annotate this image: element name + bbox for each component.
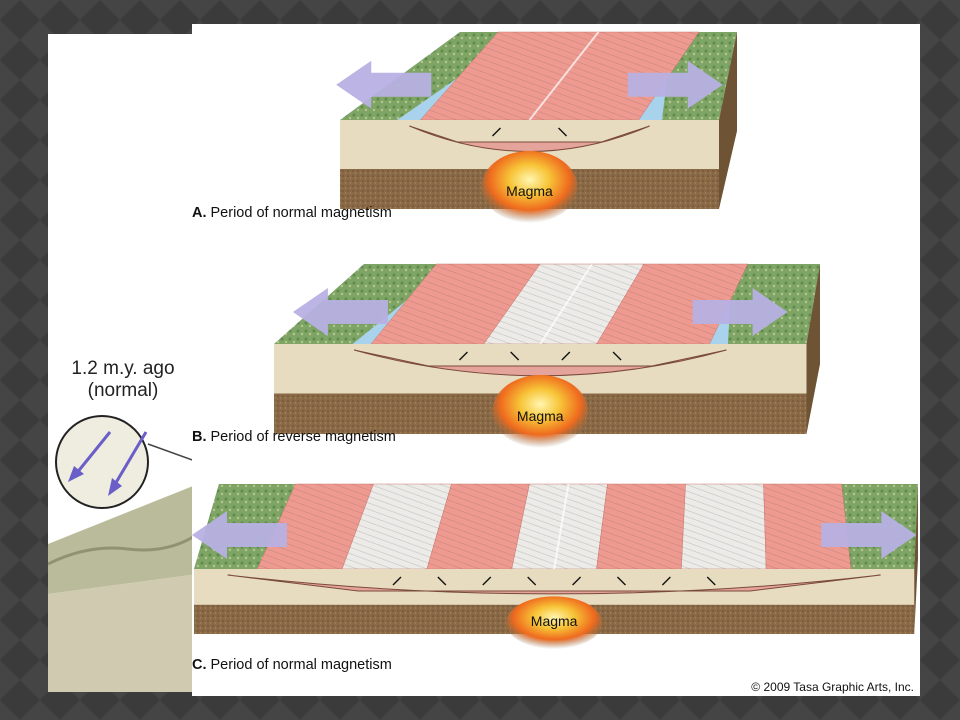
polarity-arrow — [491, 127, 501, 137]
caption-text: Period of reverse magnetism — [210, 429, 396, 445]
seafloor-spreading-diagram: Magma Magma Magma — [192, 31, 918, 650]
ridge-axis — [528, 31, 600, 121]
seafloor-block-edge — [48, 484, 198, 594]
polarity-arrow — [558, 127, 568, 137]
polarity-arrow — [612, 351, 622, 361]
polarity-arrow — [392, 576, 402, 586]
magma-label: Magma — [506, 183, 553, 199]
oceanic-crust-section — [227, 574, 881, 595]
block-diagram-b: Magma — [274, 263, 820, 448]
spreading-arrow-right — [627, 60, 723, 109]
caption-text: Period of normal magnetism — [210, 657, 392, 673]
block-side-face — [719, 32, 737, 209]
copyright-notice: © 2009 Tasa Graphic Arts, Inc. — [751, 680, 914, 694]
stripe-texture — [681, 484, 767, 569]
seafloor-relief — [48, 532, 198, 566]
magma-chamber — [492, 375, 589, 448]
oceanic-crust-section — [409, 125, 650, 152]
stripe-texture — [596, 484, 686, 569]
polarity-arrow — [510, 351, 520, 361]
continent-left — [340, 32, 524, 120]
caption-letter: C. — [192, 657, 207, 673]
polarity-arrow — [561, 351, 571, 361]
magnetic-field-arrow — [74, 431, 112, 475]
polarity-arrow — [527, 576, 537, 586]
magnetic-field-arrowhead — [68, 466, 84, 482]
polarity-arrow — [482, 576, 492, 586]
polarity-arrow — [572, 576, 582, 586]
seafloor-block-side — [48, 574, 198, 692]
block-side-face — [806, 264, 820, 434]
spreading-arrow-right — [821, 511, 917, 559]
block-side-face — [914, 484, 918, 634]
polarity-arrow — [661, 576, 671, 586]
sediment-layer — [194, 569, 915, 605]
caption-text: Period of normal magnetism — [210, 205, 392, 221]
ridge-axis — [553, 483, 570, 570]
inset-figure: 1.2 m.y. ago (normal) — [48, 34, 198, 692]
block-diagram-a: Magma — [336, 31, 737, 223]
oceanic-crust-section — [353, 349, 727, 377]
polarity-arrow — [458, 351, 468, 361]
diagram-panel: Magma Magma Magma A.Period of normal mag… — [192, 24, 920, 696]
inset-polarity-label: (normal) — [87, 380, 159, 401]
magma-chamber — [481, 150, 578, 223]
stripe-texture — [426, 484, 530, 569]
magnetic-field-arrowhead — [108, 478, 122, 496]
inset-illustration — [48, 415, 198, 692]
polarity-arrow — [616, 576, 626, 586]
stripe-texture — [257, 484, 374, 569]
magma-chamber — [506, 596, 603, 650]
stripe-texture — [420, 32, 699, 120]
spreading-arrow-left — [192, 511, 287, 559]
inset-age-label: 1.2 m.y. ago — [71, 358, 175, 379]
magnetic-sample-circle — [55, 415, 149, 509]
stripe-texture — [511, 484, 608, 569]
callout-line — [147, 443, 198, 463]
magma-label: Magma — [531, 613, 578, 629]
polarity-arrow — [706, 576, 716, 586]
spreading-arrow-right — [692, 288, 788, 336]
spreading-arrow-left — [336, 60, 432, 109]
ridge-axis — [539, 263, 593, 345]
caption-letter: A. — [192, 205, 207, 221]
stripe-texture — [342, 484, 452, 569]
caption-c: C.Period of normal magnetism — [192, 657, 392, 673]
spreading-arrow-left — [292, 288, 388, 336]
magnetic-field-arrow — [112, 431, 148, 487]
block-diagram-c: Magma — [192, 483, 918, 650]
stripe-texture — [763, 484, 851, 569]
magma-label: Magma — [517, 408, 564, 424]
polarity-arrow — [437, 576, 447, 586]
stripe-texture — [483, 264, 644, 344]
caption-a: A.Period of normal magnetism — [192, 205, 392, 221]
caption-letter: B. — [192, 429, 207, 445]
caption-b: B.Period of reverse magnetism — [192, 429, 396, 445]
